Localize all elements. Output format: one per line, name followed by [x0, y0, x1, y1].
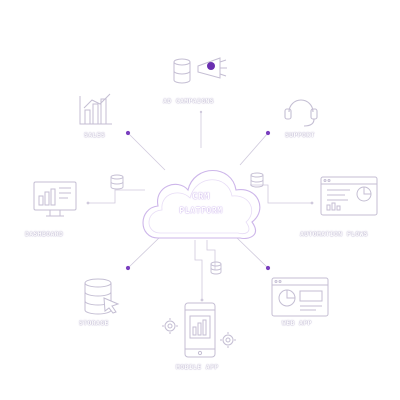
label-dashboard: DASHBOARD: [25, 230, 64, 238]
bar-chart-icon: [79, 93, 112, 125]
label-ad-campaigns: AD CAMPAIGNS: [163, 97, 214, 105]
connector-dots: [86, 110, 314, 302]
web-app-window-icon: [271, 277, 329, 317]
label-storage: STORAGE: [79, 319, 109, 327]
dot-support: [265, 130, 271, 136]
connector-mobile-app: [194, 240, 203, 300]
dot-automation: [310, 201, 314, 205]
dot-mobile: [200, 298, 204, 302]
label-sales: SALES: [84, 131, 106, 139]
connector-support: [239, 132, 269, 166]
mini-database-icon: [210, 261, 222, 275]
label-automation-flows: AUTOMATION FLOWS: [300, 230, 368, 238]
dot-dashboard: [86, 201, 90, 205]
browser-window-icon: [320, 176, 378, 216]
connector-storage: [127, 236, 161, 269]
center-title-line1: CRM: [191, 192, 211, 202]
connector-web-app: [235, 236, 269, 269]
phone-app-icon: [162, 302, 236, 358]
center-title-line2: PLATFORM: [179, 206, 223, 215]
connector-dashboard: [88, 189, 145, 204]
cloud-icon: [142, 169, 261, 240]
connector-sales: [127, 132, 166, 171]
connector-lines: [88, 112, 312, 300]
label-mobile-app: MOBILE APP: [176, 363, 219, 371]
mini-database-icons: [110, 172, 264, 275]
dot-sales: [125, 130, 131, 136]
dot-storage: [125, 265, 131, 271]
headset-icon: [284, 99, 318, 127]
dot-web-app: [265, 265, 271, 271]
database-cursor-icon: [84, 278, 120, 315]
connector-automation-flows: [250, 184, 312, 204]
label-support: SUPPORT: [285, 131, 315, 139]
database-megaphone-icon: [173, 57, 227, 84]
monitor-chart-icon: [33, 181, 77, 217]
mini-database-icon: [110, 174, 124, 190]
label-web-app: WEB APP: [282, 319, 312, 327]
mini-database-icon: [250, 172, 264, 188]
